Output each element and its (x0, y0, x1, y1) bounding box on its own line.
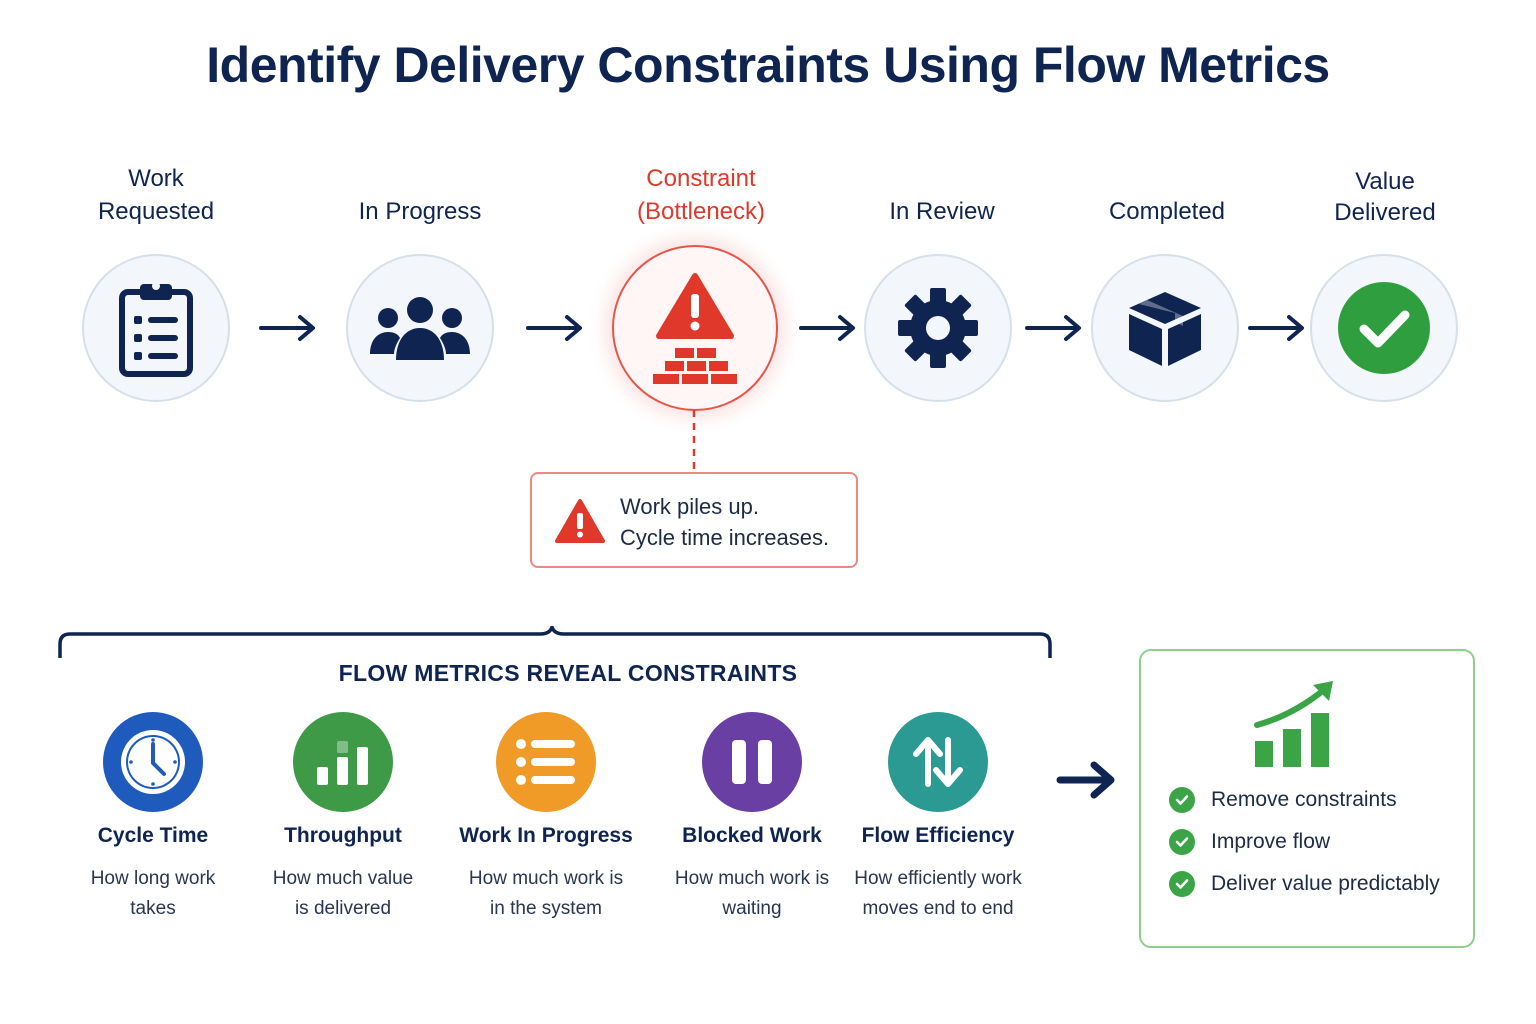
outcome-label: Improve flow (1211, 830, 1331, 853)
stage-label-in-progress: In Progress (358, 198, 482, 225)
metric-desc-flow-efficiency: How efficiently work moves end to end (838, 864, 1038, 924)
metric-desc-line: takes (130, 898, 176, 919)
growth-chart-icon (1254, 681, 1333, 767)
callout-line-1: Work piles up. (620, 494, 759, 519)
metric-desc-line: How much work is (674, 868, 830, 889)
stage-value-delivered (1310, 254, 1458, 402)
check-icon (1169, 787, 1195, 813)
metric-wip-badge (496, 712, 596, 812)
metric-desc-line: is delivered (294, 898, 392, 919)
callout-line-2: Cycle time increases. (620, 525, 830, 550)
metric-name-throughput: Throughput (284, 824, 402, 847)
flow-arrow-icon (259, 315, 315, 341)
stage-constraint-bottleneck (612, 245, 778, 411)
checkmark-icon (1338, 282, 1430, 374)
outcome-arrow-icon (1056, 761, 1115, 799)
warning-icon (555, 499, 605, 543)
stage-work-requested (82, 254, 230, 402)
bar-chart-icon (317, 741, 368, 785)
metric-desc-line: How much value (272, 868, 414, 889)
stage-completed (1091, 254, 1239, 402)
flow-arrow-icon (799, 315, 855, 341)
flow-arrow-icon (526, 315, 582, 341)
metric-desc-line: moves end to end (862, 898, 1014, 919)
metric-desc-line: in the system (490, 898, 602, 919)
metric-desc-throughput: How much value is delivered (243, 864, 443, 924)
metrics-brace (58, 626, 1052, 658)
metric-desc-line: How efficiently work (854, 868, 1022, 889)
metric-desc-cycle-time: How long work takes (53, 864, 253, 924)
metric-name-wip: Work In Progress (459, 824, 633, 847)
team-icon (370, 297, 470, 360)
stage-label-completed: Completed (1108, 198, 1226, 225)
bottleneck-callout: Work piles up. Cycle time increases. (530, 472, 858, 568)
metric-desc-line: waiting (722, 898, 782, 919)
metric-cycle-time-badge (103, 712, 203, 812)
metric-desc-wip: How much work is in the system (446, 864, 646, 924)
outcome-label: Remove constraints (1211, 788, 1397, 811)
metric-desc-line: How long work (90, 868, 216, 889)
outcome-item-remove-constraints: Remove constraints (1169, 787, 1397, 813)
warning-wall-icon (653, 273, 737, 384)
check-icon (1169, 871, 1195, 897)
metric-desc-line: How much work is (468, 868, 624, 889)
dashed-connector (692, 410, 696, 472)
flow-arrow-icon (1248, 315, 1304, 341)
metric-name-blocked: Blocked Work (682, 824, 822, 847)
callout-text: Work piles up. Cycle time increases. (620, 491, 829, 553)
stage-in-progress (346, 254, 494, 402)
stage-label-constraint: Constraint (Bottleneck) (636, 165, 766, 225)
metric-desc-blocked: How much work is waiting (652, 864, 852, 924)
outcome-item-deliver-value: Deliver value predictably (1169, 871, 1440, 897)
outcome-label: Deliver value predictably (1211, 872, 1440, 895)
metric-name-flow-efficiency: Flow Efficiency (861, 824, 1015, 847)
swap-arrows-icon (913, 737, 963, 787)
box-icon (1129, 292, 1201, 366)
pause-icon (732, 740, 772, 784)
check-icon (1169, 829, 1195, 855)
metrics-heading: FLOW METRICS REVEAL CONSTRAINTS (338, 660, 798, 686)
outcome-item-improve-flow: Improve flow (1169, 829, 1330, 855)
stage-in-review (864, 254, 1012, 402)
stage-label-value-delivered: Value Delivered (1334, 168, 1436, 226)
stage-label-in-review: In Review (889, 198, 995, 225)
metric-throughput-badge (293, 712, 393, 812)
flow-arrow-icon (1025, 315, 1081, 341)
metric-blocked-badge (702, 712, 802, 812)
outcome-panel: Remove constraints Improve flow Deliver … (1139, 649, 1475, 948)
list-icon (516, 739, 575, 785)
stage-label-work-requested: Work Requested (97, 165, 215, 225)
gear-icon (898, 288, 978, 368)
page-title: Identify Delivery Constraints Using Flow… (206, 37, 1330, 93)
metric-name-cycle-time: Cycle Time (97, 824, 209, 847)
metric-flow-efficiency-badge (888, 712, 988, 812)
clipboard-icon (119, 282, 193, 377)
clock-icon (121, 730, 185, 794)
